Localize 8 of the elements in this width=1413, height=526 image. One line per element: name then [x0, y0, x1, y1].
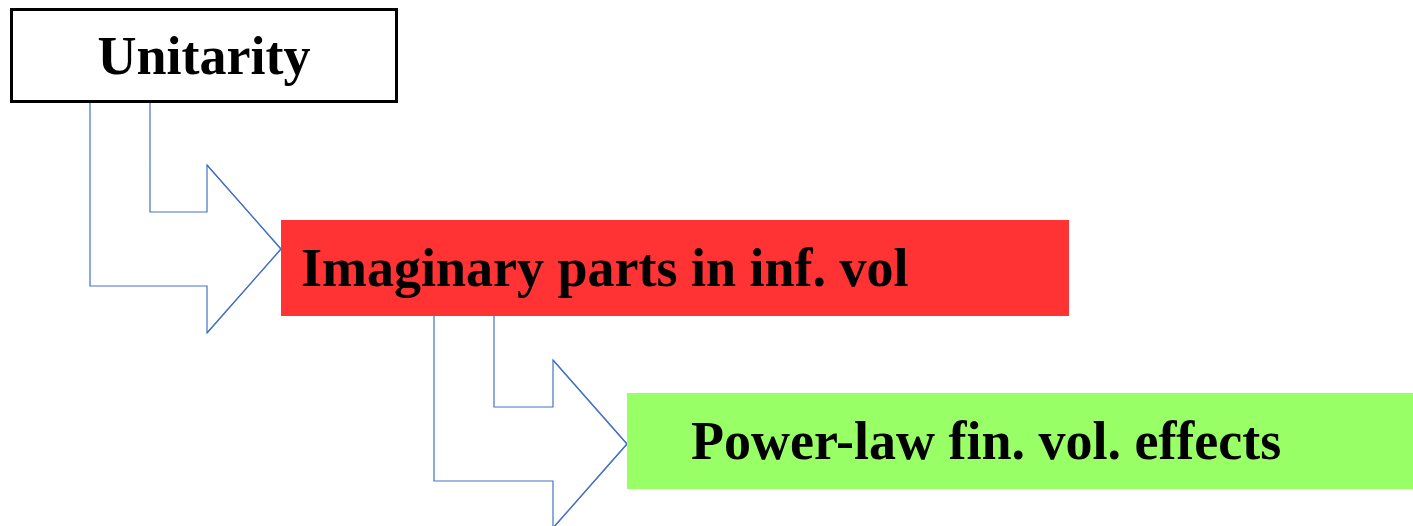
- process-box: [281, 220, 1069, 316]
- box-label: Imaginary parts in inf. vol: [301, 237, 909, 299]
- box-label: Unitarity: [97, 24, 311, 87]
- block-arrow: [89, 102, 282, 335]
- process-box: [10, 8, 398, 103]
- box-label: Power-law fin. vol. effects: [691, 410, 1282, 472]
- block-arrow: [433, 315, 628, 526]
- process-box: [627, 393, 1413, 489]
